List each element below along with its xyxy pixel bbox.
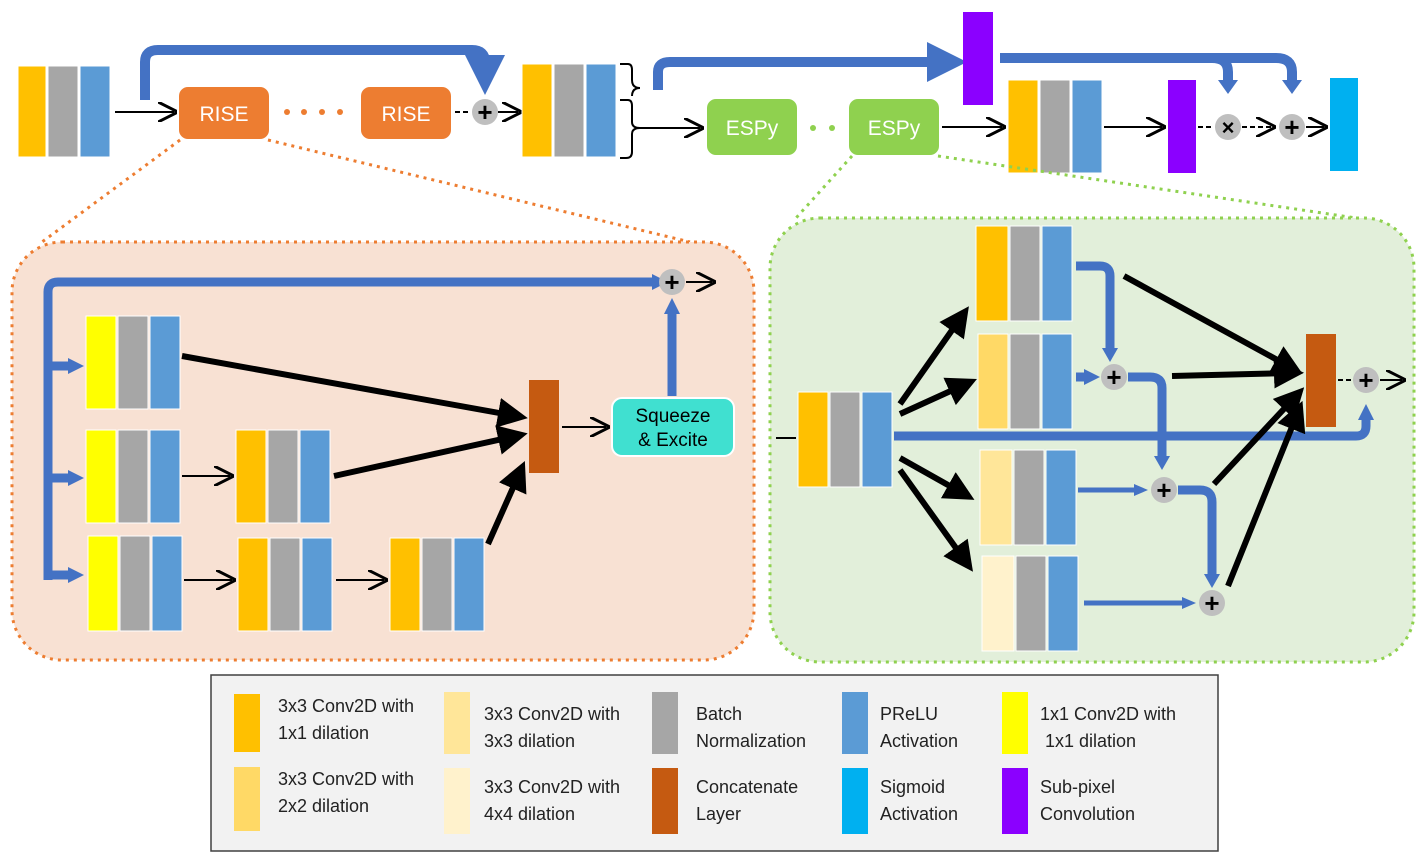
espy-plus-node-2: + [1151, 475, 1177, 505]
rise-residual-path [43, 277, 654, 580]
espy-plus-node-1: + [1101, 362, 1127, 392]
svg-text:3x3 Conv2D with: 3x3 Conv2D with [278, 769, 414, 789]
svg-text:+: + [477, 97, 492, 127]
legend-item-conv-1x1-dilation: 3x3 Conv2D with 1x1 dilation [234, 694, 414, 752]
svg-text:3x3 Conv2D with: 3x3 Conv2D with [278, 696, 414, 716]
legend-item-conv-3x3-dilation: 3x3 Conv2D with 3x3 dilation [444, 692, 620, 754]
svg-text:PReLU: PReLU [880, 704, 938, 724]
squeeze-label-2: & Excite [638, 430, 708, 451]
svg-text:2x2 dilation: 2x2 dilation [278, 796, 369, 816]
espy-branch-d4 [981, 555, 1079, 652]
subpixel-conv-bottom [1168, 80, 1196, 173]
svg-text:×: × [1222, 115, 1235, 140]
legend-item-conv-2x2-dilation: 3x3 Conv2D with 2x2 dilation [234, 767, 414, 831]
svg-text:+: + [1284, 112, 1299, 142]
rise-skip-arrow [140, 45, 505, 100]
espy-plus-node-3: + [1199, 588, 1225, 618]
rise-branch3-stack-b [237, 537, 333, 632]
top-times-node: × [1215, 114, 1241, 140]
rise-branch1-stack [85, 315, 181, 410]
top-plus-node-1: + [472, 97, 498, 127]
legend: 3x3 Conv2D with 1x1 dilation 3x3 Conv2D … [210, 674, 1219, 852]
svg-text:1x1 dilation: 1x1 dilation [278, 723, 369, 743]
espy-branch-d1 [975, 225, 1073, 322]
rise-box-2: RISE [359, 85, 453, 141]
legend-item-conv1x1: 1x1 Conv2D with 1x1 dilation [1002, 692, 1176, 754]
espy-ellipsis [810, 125, 835, 131]
espy-box-1: ESPy [705, 97, 799, 157]
input-layer-stack [17, 65, 111, 158]
svg-text:Batch: Batch [696, 704, 742, 724]
rise-detail-panel [10, 240, 756, 662]
svg-text:+: + [1156, 475, 1171, 505]
squeeze-excite-box: Squeeze & Excite [611, 397, 735, 457]
svg-text:Normalization: Normalization [696, 731, 806, 751]
espy-input-stack [797, 391, 893, 488]
rise-branch3-stack-c [389, 537, 485, 632]
squeeze-label-1: Squeeze [635, 406, 710, 427]
rise-zoom-line-right [267, 138, 691, 244]
rise-label-2: RISE [381, 103, 430, 126]
legend-item-sigmoid: Sigmoid Activation [842, 768, 958, 834]
skip-to-subpixel-arrow [653, 42, 967, 90]
mid-layer-stack [521, 63, 617, 158]
svg-text:1x1 Conv2D with: 1x1 Conv2D with [1040, 704, 1176, 724]
svg-text:3x3 dilation: 3x3 dilation [484, 731, 575, 751]
rise-box-1: RISE [177, 85, 271, 141]
svg-text:Layer: Layer [696, 804, 741, 824]
svg-text:Sub-pixel: Sub-pixel [1040, 777, 1115, 797]
svg-text:Activation: Activation [880, 731, 958, 751]
svg-text:4x4 dilation: 4x4 dilation [484, 804, 575, 824]
espy-branch-d2 [977, 333, 1073, 430]
rise-concat-layer [529, 380, 559, 473]
svg-text:+: + [1106, 362, 1121, 392]
svg-text:+: + [664, 267, 679, 297]
svg-text:Activation: Activation [880, 804, 958, 824]
svg-text:Sigmoid: Sigmoid [880, 777, 945, 797]
rise-ellipsis [284, 109, 343, 115]
espy-output-plus-node: + [1353, 365, 1379, 395]
espy-box-2: ESPy [847, 97, 941, 157]
rise-branch2-stack-b [235, 429, 331, 524]
brace-top [620, 63, 641, 97]
espy-zoom-line-left [794, 154, 854, 220]
espy-branch-d3 [979, 449, 1077, 546]
rise-branch2-stack-a [85, 429, 181, 524]
subpixel-branch-arrows [1000, 53, 1297, 80]
svg-text:1x1 dilation: 1x1 dilation [1040, 731, 1136, 751]
espy-concat-layer [1306, 334, 1336, 427]
top-plus-node-2: + [1279, 112, 1305, 142]
svg-text:+: + [1204, 588, 1219, 618]
subpixel-conv-top [963, 12, 993, 105]
legend-item-conv-4x4-dilation: 3x3 Conv2D with 4x4 dilation [444, 768, 620, 834]
rise-label-1: RISE [199, 103, 248, 126]
svg-text:3x3 Conv2D with: 3x3 Conv2D with [484, 777, 620, 797]
espy-label-2: ESPy [868, 117, 921, 140]
legend-item-batch-norm: Batch Normalization [652, 692, 806, 754]
legend-item-subpixel: Sub-pixel Convolution [1002, 768, 1135, 834]
legend-item-prelu: PReLU Activation [842, 692, 958, 754]
svg-text:Convolution: Convolution [1040, 804, 1135, 824]
output-layer-stack [1007, 79, 1103, 174]
espy-label-1: ESPy [726, 117, 779, 140]
rise-branch3-stack-a [87, 535, 183, 632]
svg-text:3x3 Conv2D with: 3x3 Conv2D with [484, 704, 620, 724]
legend-item-concat: Concatenate Layer [652, 768, 798, 834]
espy-zoom-line-right [937, 154, 1357, 220]
rise-output-plus-node: + [659, 267, 685, 297]
sigmoid-output [1330, 78, 1358, 171]
brace-bottom [620, 99, 641, 159]
svg-text:Concatenate: Concatenate [696, 777, 798, 797]
svg-text:+: + [1358, 365, 1373, 395]
espy-residual-path [894, 418, 1371, 441]
